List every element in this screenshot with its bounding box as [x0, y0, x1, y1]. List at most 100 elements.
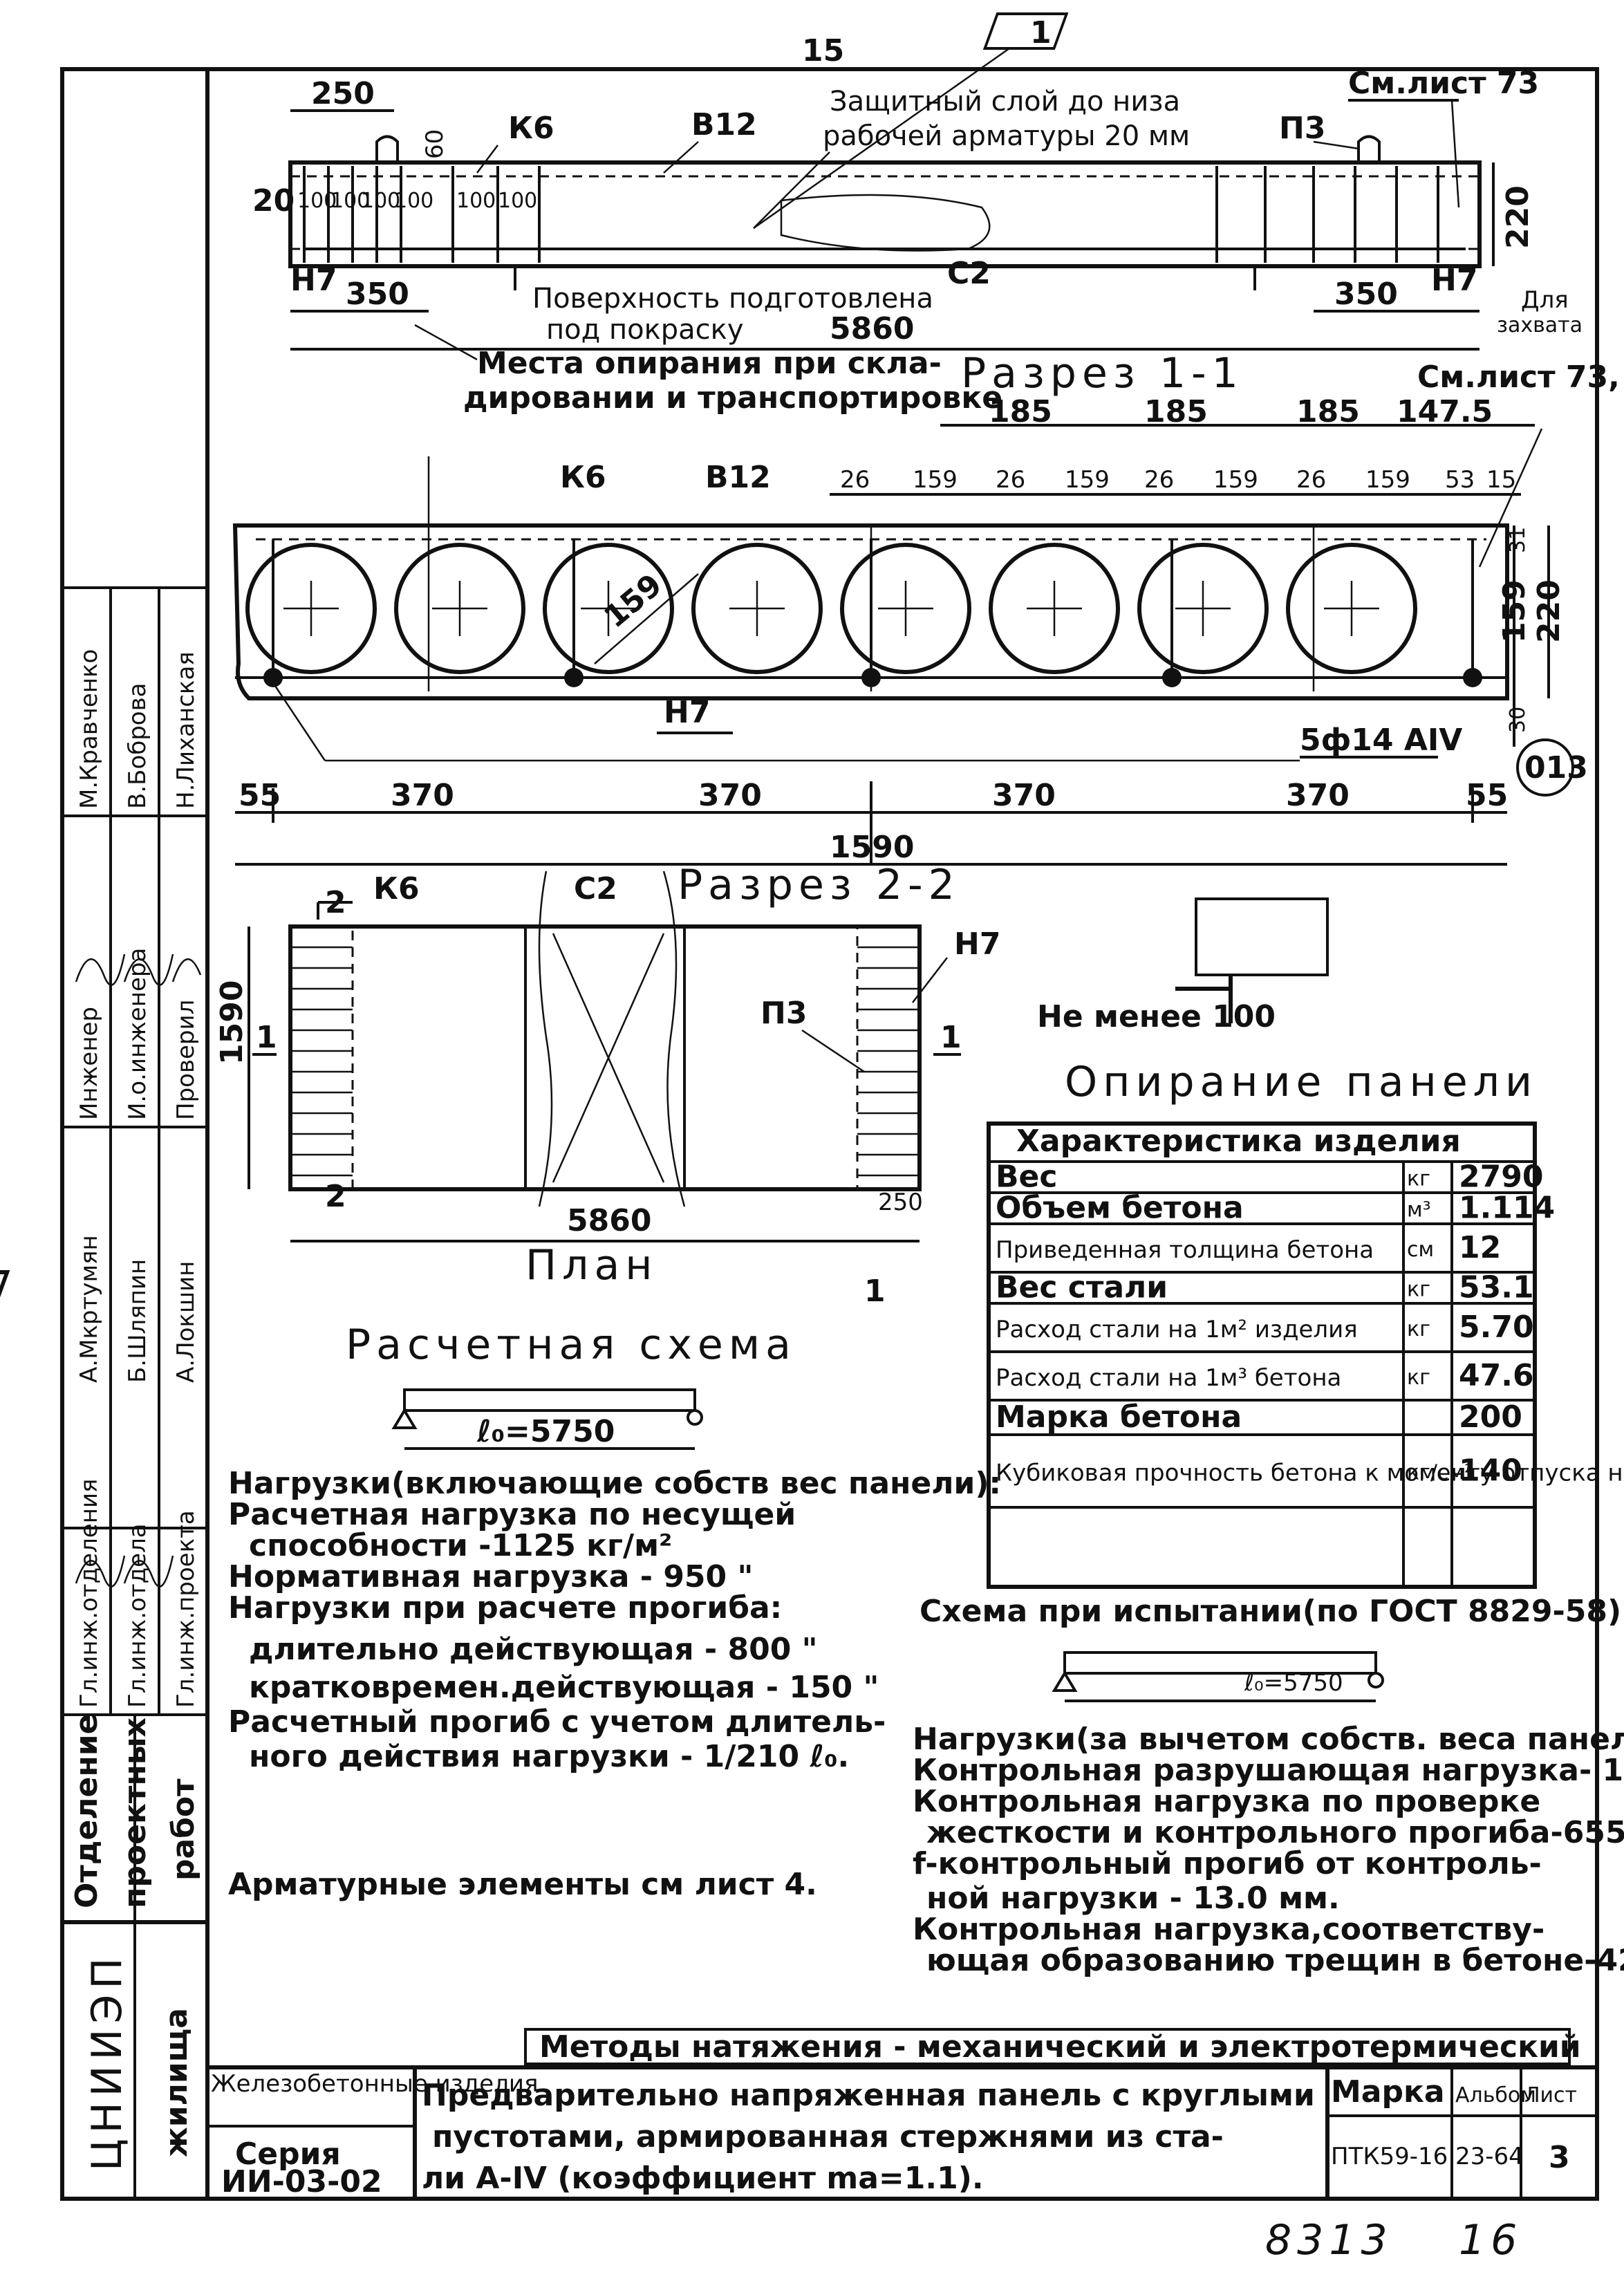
elev-dim-5860: 5860	[830, 311, 914, 346]
lifting-loop-left	[375, 135, 399, 162]
stamp-dept-1: Отделение	[69, 1714, 104, 1908]
test-scheme-title: Схема при испытании(по ГОСТ 8829-58)	[920, 1594, 1621, 1629]
void-circle	[394, 543, 525, 674]
tb-mark-label: Марка	[1331, 2074, 1445, 2110]
support-title: Опирание панели	[1065, 1058, 1538, 1106]
void-circle	[1286, 543, 1417, 674]
stamp-dept-2: проектных	[118, 1718, 153, 1908]
s22-p3: П3	[760, 996, 807, 1031]
char-row-name: Объем бетона	[996, 1191, 1244, 1226]
s22-h7: Н7	[954, 927, 1000, 962]
calc-scheme-beam	[403, 1388, 696, 1412]
s11-bottom-dim-370-1: 370	[391, 778, 454, 813]
svg-text:Контрольная нагрузка,соответст: Контрольная нагрузка,соответству-	[913, 1912, 1544, 1947]
s11-bottom-dim-55-left: 55	[239, 778, 281, 813]
methods-box	[524, 2028, 1571, 2065]
char-row-unit: кг	[1407, 1167, 1430, 1191]
signature-4	[75, 1555, 126, 1588]
footer-number-1: 8313	[1265, 2216, 1393, 2264]
s22-dim-1590: 1590	[214, 980, 250, 1065]
elev-dim-20: 20	[252, 183, 295, 218]
svg-text:Контрольная нагрузка по провер: Контрольная нагрузка по проверке	[913, 1784, 1540, 1819]
s11-top-dim-2: 185	[1144, 394, 1208, 429]
s11-v12: В12	[705, 460, 771, 495]
elev-spacing-1: 100	[297, 189, 337, 213]
svg-text:159: 159	[1213, 466, 1258, 494]
test-scheme-beam	[1063, 1651, 1377, 1675]
test-scheme-span: ℓ₀=5750	[1244, 1669, 1343, 1697]
tb-album: 23-64	[1455, 2143, 1524, 2170]
side-stamp: ЦНИИЭП жилища Отделение проектных работ …	[62, 586, 207, 2199]
stamp-name2-2: В.Боброва	[124, 683, 151, 809]
char-row-unit: кг/см²	[1407, 1461, 1473, 1485]
elev-spacing-2: 100	[330, 189, 370, 213]
svg-text:способности -1125 к: способности -1125 кг/м²	[249, 1528, 672, 1563]
svg-text:длительно действующая - 800 ": длительно действующая - 800 "	[249, 1632, 818, 1667]
section22-title: Разрез 2-2	[678, 861, 960, 909]
char-row-name: Марка бетона	[996, 1399, 1242, 1435]
signature-1	[75, 953, 126, 986]
s11-total: 1590	[830, 830, 914, 865]
s22-k6: К6	[373, 871, 420, 906]
svg-text:159: 159	[1065, 466, 1110, 494]
char-row-unit: кг	[1407, 1278, 1430, 1302]
char-header: Характеристика изделия	[1016, 1124, 1461, 1159]
svg-text:Контрольная разрушающая нагруз: Контрольная разрушающая нагрузка- 1140 к…	[913, 1753, 1624, 1788]
s22-plan-outline	[288, 924, 922, 1191]
s22-mark1-left: 1	[256, 1020, 277, 1055]
stamp-role-2: Гл.инж.отдела	[124, 1523, 151, 1708]
s11-top-dim-4: 147.5	[1397, 394, 1493, 429]
loads-block: Нагрузки(включающие собств вес панели): …	[228, 1466, 1001, 1774]
char-row-name: Расход стали на 1м³ бетона	[996, 1364, 1341, 1392]
svg-text:кратковремен.действующая - 150: кратковремен.действующая - 150 "	[249, 1670, 879, 1705]
svg-text:ной нагрузки - 13.: ной нагрузки - 13.0 мм.	[926, 1881, 1340, 1916]
signature-5	[123, 1555, 174, 1588]
tb-category: Железобетонные изделия	[211, 2070, 538, 2098]
char-row-unit: кг	[1407, 1366, 1430, 1390]
svg-text:Нагрузки(за вычетом собств. ве: Нагрузки(за вычетом собств. веса панели)…	[913, 1722, 1624, 1757]
calc-scheme-title: Расчетная схема	[346, 1321, 796, 1369]
stamp-org2: жилища	[159, 2008, 194, 2157]
elev-label-n7-left: Н7	[290, 263, 337, 298]
plan-title: План	[525, 1241, 657, 1290]
char-row-value: 1.114	[1459, 1191, 1555, 1226]
s11-bottom-dim-370-2: 370	[698, 778, 762, 813]
char-row-value: 140	[1459, 1453, 1522, 1489]
elev-label-v12: В12	[691, 107, 757, 142]
svg-text:Нагрузки при расчете прогиба:: Нагрузки при расчете прогиба:	[228, 1590, 782, 1626]
tb-sheet: 3	[1549, 2140, 1570, 2175]
lifting-loop-right	[1357, 135, 1381, 162]
s22-mark1-right: 1	[940, 1020, 962, 1055]
char-row-value: 12	[1459, 1230, 1501, 1265]
elev-note-cover-2: рабочей арматуры 20 мм	[823, 120, 1190, 152]
s11-right-dim-30: 30	[1506, 707, 1530, 733]
s22-c2: С2	[574, 871, 617, 906]
char-row-value: 200	[1459, 1399, 1522, 1435]
s11-section-outline	[232, 523, 1509, 700]
svg-text:26: 26	[1296, 466, 1326, 494]
stamp-role2-1: Инженер	[75, 1007, 103, 1120]
stamp-role-3: Гл.инж.проекта	[172, 1510, 200, 1708]
elev-spacing-3: 100	[361, 189, 400, 213]
elevation-outline	[288, 160, 1482, 268]
svg-text:26: 26	[1144, 466, 1174, 494]
elev-label-n7-right: Н7	[1431, 263, 1477, 298]
elev-note-grip-2: захвата	[1497, 313, 1583, 337]
section-marker: 1	[1030, 15, 1052, 50]
void-circle	[989, 543, 1120, 674]
elev-dim-60: 60	[421, 129, 449, 159]
void-circle	[543, 543, 674, 674]
plan-marker-box	[0, 1270, 10, 1309]
elev-see-sheet: См.лист 73	[1348, 66, 1539, 101]
s11-top-dim-3: 185	[1296, 394, 1360, 429]
char-row-name: Вес стали	[996, 1270, 1168, 1305]
svg-text:жесткости и контрольного проги: жесткости и контрольного прогиба-655 "	[926, 1815, 1624, 1850]
s11-top-dim-1: 185	[989, 394, 1052, 429]
void-circle	[245, 543, 377, 674]
tb-mark: ПТК59-16	[1331, 2143, 1448, 2170]
stamp-role2-2: И.о.инженера	[124, 948, 151, 1120]
svg-text:15: 15	[1486, 466, 1516, 494]
elev-note-supports-1: Места опирания при скла-	[477, 346, 942, 381]
